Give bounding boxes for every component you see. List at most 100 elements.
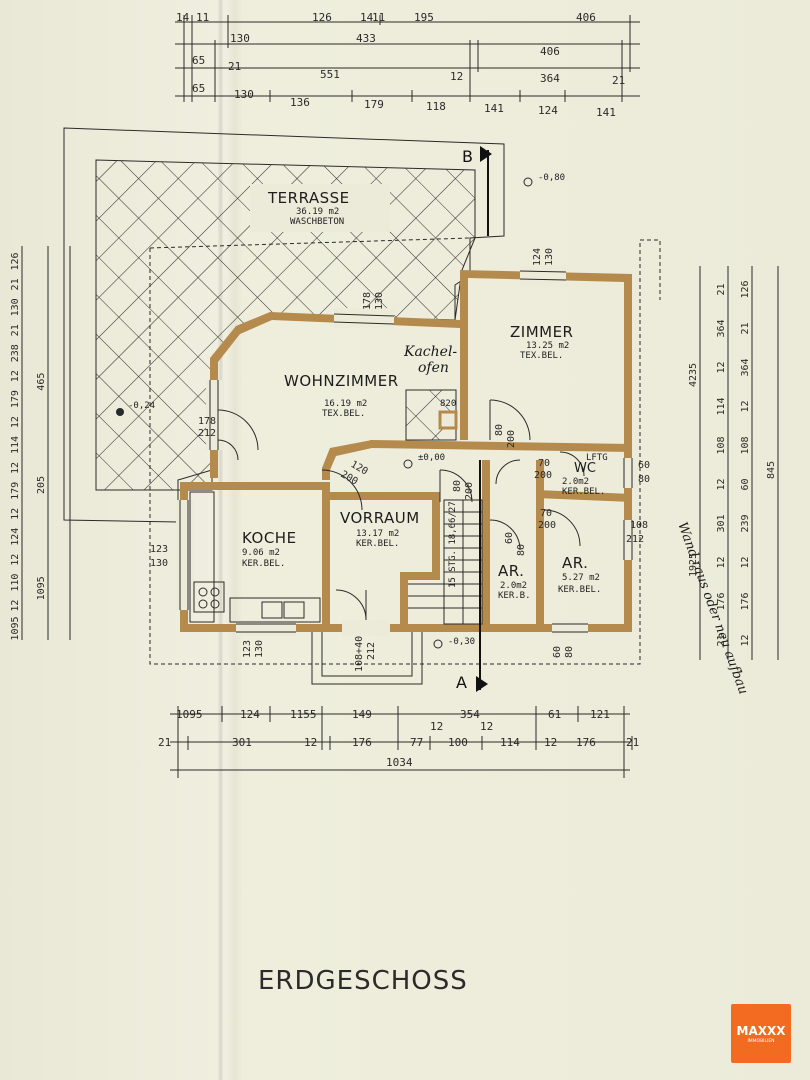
dim-top-r1-1: 433: [356, 32, 376, 45]
dimension-bottom: 1095 124 1155 149 354 61 121 21 301 12 1…: [158, 706, 639, 778]
opening-w8: 60: [638, 460, 650, 471]
dim-top-r2-0: 65: [192, 54, 205, 67]
opening-w15: 60: [504, 532, 515, 544]
dim-left-c1-2: 130: [10, 298, 21, 316]
dim-right-c2-7: 12: [716, 556, 727, 568]
dim-right-c2-1: 364: [716, 319, 727, 337]
opening-w12: 123: [242, 640, 253, 658]
dim-left-c1-1: 21: [10, 278, 21, 290]
opening-w14b: 200: [538, 520, 556, 531]
dim-left-c1-16: 1095: [10, 616, 21, 640]
dim-top-r3-6: 124: [538, 104, 558, 117]
dim-right-c3-7: 12: [740, 556, 751, 568]
dim-left-c1-0: 126: [10, 252, 21, 270]
opening-w11: 108+40: [354, 636, 365, 672]
dimension-left: [21, 246, 71, 640]
room-koche-name: KOCHE: [242, 529, 297, 547]
opening-w15b: 80: [516, 544, 527, 556]
dim-left-c1-9: 12: [10, 462, 21, 474]
dim-top-r0-3: 14: [360, 11, 374, 24]
door-swings: [217, 399, 585, 621]
dim-right-c3-9: 12: [740, 634, 751, 646]
dim-left-c1-12: 124: [10, 528, 21, 546]
dim-top-r2-5: 21: [612, 74, 625, 87]
room-ar1-name: AR.: [498, 562, 524, 580]
room-ar2-area: 5.27 m2: [562, 573, 600, 583]
dim-top-r0-5: 195: [414, 11, 434, 24]
opening-w5: 80: [452, 480, 463, 492]
dim-right-c3-8: 176: [740, 592, 751, 610]
handwritten-note-2: ofen: [418, 360, 449, 376]
room-wc-name: WC: [574, 461, 596, 476]
dim-right-c3-4: 108: [740, 436, 751, 454]
dim-right-c1-1: 1925: [688, 553, 699, 577]
dimension-top: 14 11 126 14 11 195 406 130 433 406 65 2…: [175, 11, 640, 119]
room-koche-finish: KER.BEL.: [242, 559, 285, 569]
dim-top-r2-2: 551: [320, 68, 340, 81]
dim-bottom-r2-9: 12: [544, 736, 557, 749]
dim-left-c2-0: 465: [36, 373, 47, 391]
room-zimmer-finish: TEX.BEL.: [520, 351, 563, 361]
room-ar1-area: 2.0m2: [500, 581, 527, 591]
dim-right-c1-0: 4235: [688, 363, 699, 387]
dim-bottom-r2-4: 77: [410, 736, 423, 749]
opening-w3b: 200: [506, 430, 517, 448]
opening-dims: 178 212 120 200 80 200 70 200 80 200 108…: [150, 248, 650, 672]
dim-bottom-r2-6: 100: [448, 736, 468, 749]
dim-right-c3-0: 126: [740, 280, 751, 298]
dim-left-c2-2: 1095: [36, 576, 47, 600]
dim-right-c3-2: 364: [740, 358, 751, 376]
dim-bottom-r2-11: 21: [626, 736, 639, 749]
opening-w4b: 200: [534, 470, 552, 481]
opening-w7b: 130: [150, 558, 168, 569]
dim-top-r1-2: 406: [540, 45, 560, 58]
opening-w14: 70: [540, 508, 552, 519]
level-plus0: ±0,00: [418, 453, 445, 463]
dim-right-c2-8: 176: [716, 592, 727, 610]
opening-w9: 124: [532, 248, 543, 266]
dim-top-r0-4: 11: [372, 11, 385, 24]
room-vorraum-name: VORRAUM: [340, 509, 420, 527]
opening-w6b: 212: [626, 534, 644, 545]
roof-outline-top: [149, 237, 471, 249]
dim-top-r0-0: 14: [176, 11, 190, 24]
stairs-note: 15 STG. 18,66/27: [448, 501, 458, 588]
brand-logo: MAXXX IMMOBILIEN: [731, 1004, 791, 1063]
opening-w12b: 130: [254, 640, 265, 658]
room-vorraum-finish: KER.BEL.: [356, 539, 399, 549]
opening-w3: 80: [494, 424, 505, 436]
dim-right-c2-9: 21: [716, 634, 727, 646]
level-minus024: -0,24: [128, 401, 155, 411]
dim-bottom-r1-3: 149: [352, 708, 372, 721]
dim-top-r3-3: 179: [364, 98, 384, 111]
dim-left-c1-14: 110: [10, 574, 21, 592]
brand-logo-sub: IMMOBILIEN: [747, 1038, 775, 1044]
room-terrasse-area: 36.19 m2: [296, 207, 339, 217]
dim-left-c1-6: 179: [10, 390, 21, 408]
dim-right-c2-6: 301: [716, 514, 727, 532]
room-vorraum-area: 13.17 m2: [356, 529, 399, 539]
opening-w5b: 200: [464, 482, 475, 500]
dim-left-c1-5: 12: [10, 370, 21, 382]
opening-w10: 178: [362, 292, 373, 310]
dim-bottom-r2-3: 176: [352, 736, 372, 749]
room-labels: ZIMMER 13.25 m2 TEX.BEL. WOHNZIMMER 16.1…: [242, 323, 608, 601]
dim-bottom-r1-0: 1095: [176, 708, 203, 721]
dim-top-r1-0: 130: [230, 32, 250, 45]
room-ar2-name: AR.: [562, 554, 588, 572]
opening-w13b: 80: [564, 646, 575, 658]
handwritten-note-1: Kachel-: [403, 344, 457, 360]
dim-top-r3-5: 141: [484, 102, 504, 115]
dim-left-c1-13: 12: [10, 554, 21, 566]
dim-top-r3-7: 141: [596, 106, 616, 119]
opening-w1b: 212: [198, 428, 216, 439]
dim-top-r2-1: 21: [228, 60, 241, 73]
dim-bottom-r2-8: 114: [500, 736, 520, 749]
level-minus030: -0,30: [448, 637, 475, 647]
dim-left-c1-3: 21: [10, 324, 21, 336]
room-ar1-finish: KER.B.: [498, 591, 531, 601]
dim-right-c3-5: 60: [740, 478, 751, 490]
dim-top-r0-1: 11: [196, 11, 209, 24]
room-ar2-finish: KER.BEL.: [558, 585, 601, 595]
